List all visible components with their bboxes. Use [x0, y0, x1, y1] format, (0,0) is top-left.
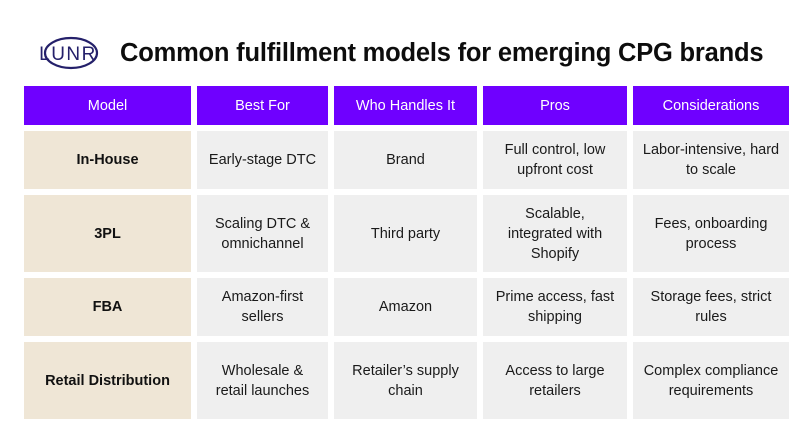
model-cell: Retail Distribution [24, 342, 191, 419]
considerations-cell: Storage fees, strict rules [633, 278, 789, 336]
column-header-pros: Pros [483, 86, 627, 125]
best-for-cell: Amazon-first sellers [197, 278, 328, 336]
best-for-cell: Wholesale & retail launches [197, 342, 328, 419]
who-handles-cell: Retailer’s supply chain [334, 342, 477, 419]
considerations-cell: Fees, onboarding process [633, 195, 789, 272]
lunr-logo: LUNR [39, 36, 99, 70]
model-cell: 3PL [24, 195, 191, 272]
fulfillment-table: Model Best For Who Handles It Pros Consi… [24, 86, 789, 419]
column-header-best-for: Best For [197, 86, 328, 125]
header: LUNR Common fulfillment models for emerg… [30, 30, 764, 76]
considerations-cell: Complex compliance requirements [633, 342, 789, 419]
considerations-cell: Labor-intensive, hard to scale [633, 131, 789, 189]
page-title: Common fulfillment models for emerging C… [120, 38, 764, 67]
best-for-cell: Scaling DTC & omnichannel [197, 195, 328, 272]
who-handles-cell: Brand [334, 131, 477, 189]
pros-cell: Prime access, fast shipping [483, 278, 627, 336]
logo-text: LUNR [39, 44, 97, 65]
pros-cell: Access to large retailers [483, 342, 627, 419]
column-header-model: Model [24, 86, 191, 125]
best-for-cell: Early-stage DTC [197, 131, 328, 189]
who-handles-cell: Amazon [334, 278, 477, 336]
model-cell: FBA [24, 278, 191, 336]
model-cell: In-House [24, 131, 191, 189]
pros-cell: Full control, low upfront cost [483, 131, 627, 189]
pros-cell: Scalable, integrated with Shopify [483, 195, 627, 272]
column-header-who-handles-it: Who Handles It [334, 86, 477, 125]
column-header-considerations: Considerations [633, 86, 789, 125]
who-handles-cell: Third party [334, 195, 477, 272]
